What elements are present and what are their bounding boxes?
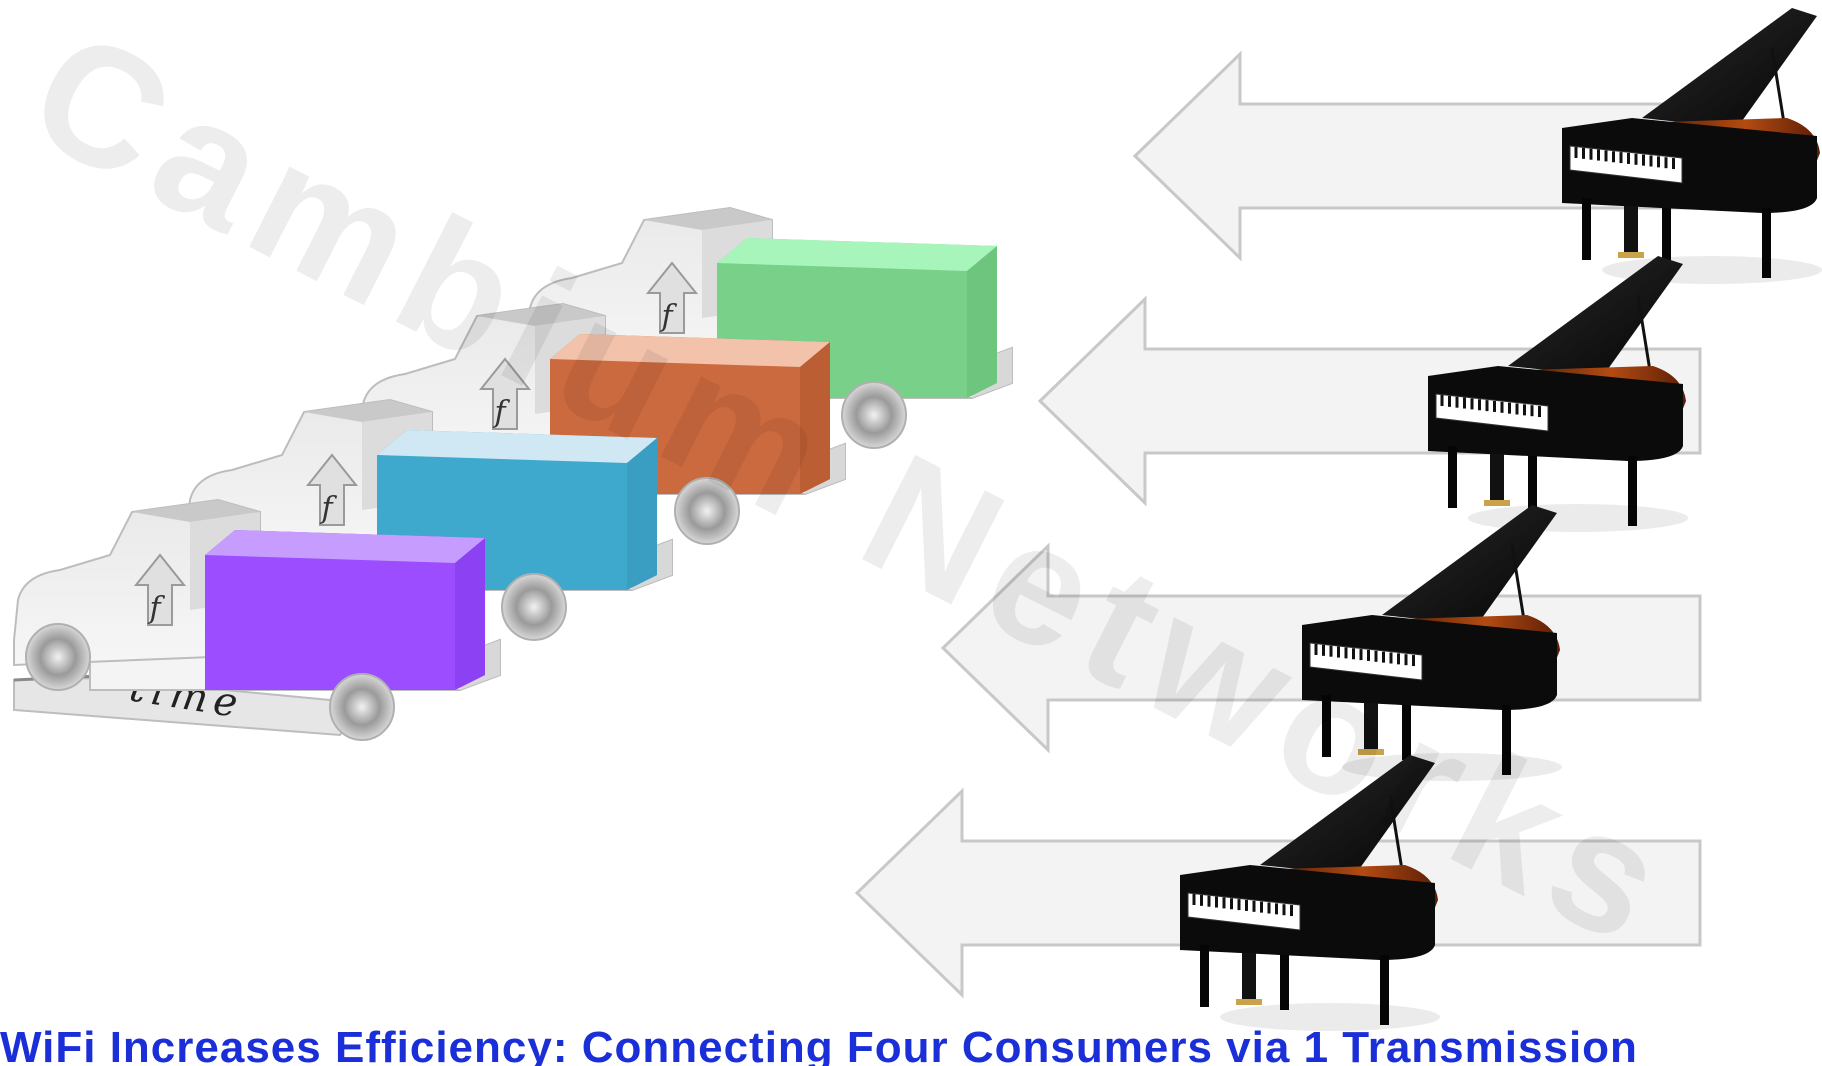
piano-leg (1762, 208, 1771, 278)
piano-group (1180, 8, 1822, 1031)
frequency-arrow-icon (478, 357, 532, 430)
piano-lid (1508, 256, 1683, 376)
frequency-arrow-icon (645, 261, 699, 334)
cargo-box-top (550, 334, 830, 367)
piano-pedals (1618, 252, 1644, 258)
front-wheel (501, 573, 567, 641)
piano-case (1428, 366, 1683, 461)
piano-leg (1502, 705, 1511, 775)
piano-leg (1380, 955, 1389, 1025)
grand-piano (1428, 256, 1688, 532)
cargo-box-side (800, 342, 830, 494)
piano-leg (1280, 955, 1289, 1010)
grand-piano (1562, 8, 1822, 284)
piano-lid (1382, 505, 1557, 625)
rear-wheel (25, 623, 91, 691)
piano-case (1302, 615, 1557, 710)
piano-case (1180, 865, 1435, 960)
frequency-arrow-icon (305, 453, 359, 526)
piano-lid (1642, 8, 1817, 128)
piano-pedal-lyre (1242, 953, 1256, 1001)
cargo-box-top (377, 430, 657, 463)
cargo-box-top (717, 238, 997, 271)
cargo-box-top (205, 530, 485, 563)
piano-pedal-lyre (1490, 454, 1504, 502)
truck-cab-roof (132, 500, 260, 522)
cargo-box-side (455, 538, 485, 690)
front-wheel (674, 477, 740, 545)
cargo-box-side (627, 438, 657, 590)
piano-shadow (1342, 753, 1562, 781)
piano-leg (1582, 198, 1591, 260)
piano-lid (1260, 755, 1435, 875)
truck-cab-roof (644, 208, 772, 230)
grand-piano (1302, 505, 1562, 781)
piano-leg (1322, 695, 1331, 757)
piano-leg (1200, 945, 1209, 1007)
cargo-box-side (967, 246, 997, 398)
piano-pedals (1484, 500, 1510, 506)
cargo-box (205, 530, 485, 690)
piano-case (1562, 118, 1817, 213)
truck: f (13, 498, 501, 741)
front-wheel (841, 381, 907, 449)
piano-pedal-lyre (1364, 703, 1378, 751)
piano-leg (1628, 456, 1637, 526)
bottom-caption: WiFi Increases Efficiency: Connecting Fo… (0, 1026, 1638, 1066)
truck-cab-roof (477, 304, 605, 326)
frequency-arrow-icon (133, 553, 187, 626)
piano-leg (1662, 208, 1671, 263)
piano-pedals (1236, 999, 1262, 1005)
piano-pedal-lyre (1624, 206, 1638, 254)
piano-pedals (1358, 749, 1384, 755)
front-wheel (329, 673, 395, 741)
piano-leg (1448, 446, 1457, 508)
piano-leg (1402, 705, 1411, 760)
grand-piano (1180, 755, 1440, 1031)
piano-leg (1528, 456, 1537, 511)
truck-cab-roof (304, 400, 432, 422)
